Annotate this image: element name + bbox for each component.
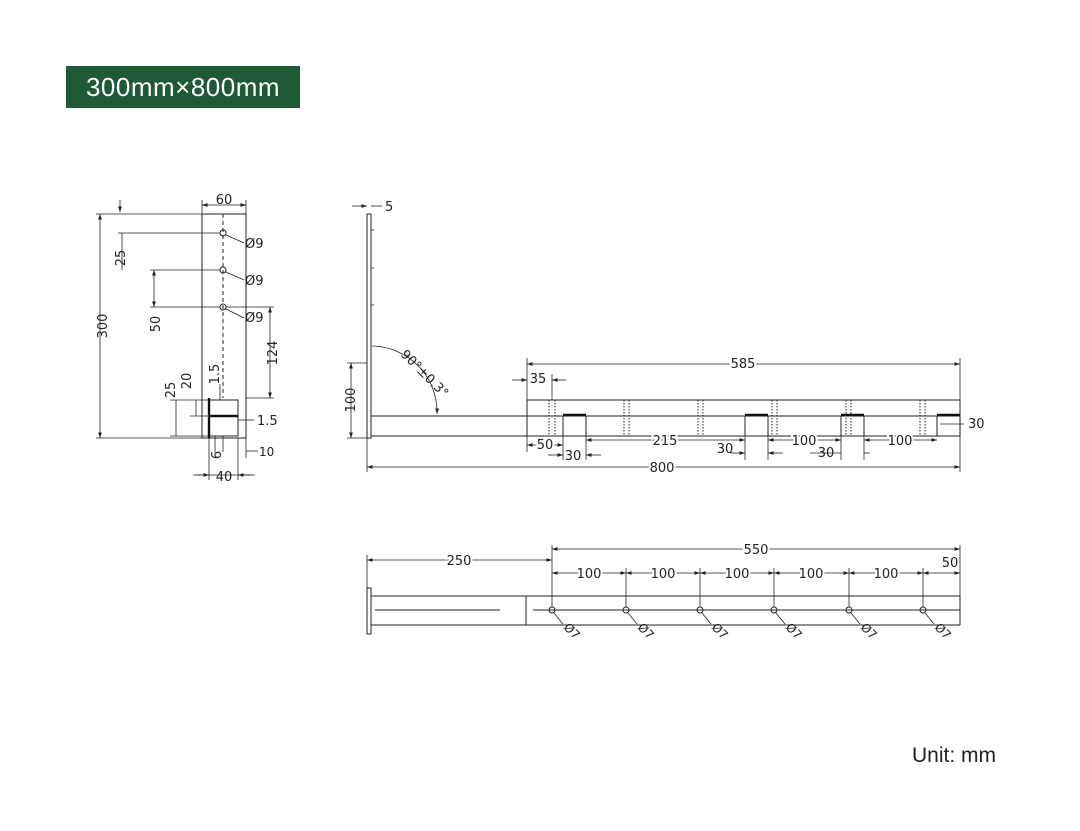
- dim-spacing-1: 100: [577, 567, 602, 582]
- dim-spacing-2: 100: [651, 567, 676, 582]
- dim-124: 124: [266, 341, 281, 366]
- dim-30-a: 30: [565, 449, 582, 464]
- side-plate-outline: [201, 213, 247, 439]
- dim-30-b: 30: [717, 442, 734, 457]
- title-badge: 300mm×800mm: [66, 66, 300, 108]
- dim-35: 35: [530, 372, 547, 387]
- top-hole-2-label: Ø7: [635, 620, 657, 642]
- dim-25-top: 25: [114, 250, 129, 267]
- dim-100-a: 100: [792, 434, 817, 449]
- top-hole-3-label: Ø7: [709, 620, 731, 642]
- dim-800: 800: [650, 461, 675, 476]
- dim-100-b: 100: [888, 434, 913, 449]
- dim-50-side: 50: [149, 316, 164, 333]
- dim-1-5-side: 1.5: [257, 414, 278, 429]
- dim-30-right: 30: [968, 417, 985, 432]
- dim-550: 550: [744, 543, 769, 558]
- dim-300: 300: [96, 314, 111, 339]
- hole-1-label: Ø9: [245, 237, 264, 252]
- dim-215: 215: [653, 434, 678, 449]
- top-hole-6-label: Ø7: [932, 620, 954, 642]
- dim-60: 60: [216, 193, 233, 208]
- side-view: Ø9 Ø9 Ø9 60 300 25 50 124 25: [96, 193, 281, 485]
- hole-3-label: Ø9: [245, 311, 264, 326]
- dim-5: 5: [385, 200, 393, 215]
- dim-6: 6: [210, 451, 225, 459]
- angle-arc: [371, 345, 440, 415]
- dim-25-bottom: 25: [164, 382, 179, 399]
- angle-label: 90°±0.3°: [397, 347, 451, 401]
- dim-spacing-5: 100: [874, 567, 899, 582]
- dim-585: 585: [731, 357, 756, 372]
- unit-label: Unit: mm: [912, 744, 996, 767]
- front-view: 5 100 90°±0.3°: [344, 200, 985, 478]
- top-view-plate: [366, 587, 372, 635]
- support-channel: [526, 399, 961, 437]
- title-text: 300mm×800mm: [85, 71, 281, 102]
- top-hole-4-label: Ø7: [783, 620, 805, 642]
- dim-1-5-top: 1.5: [208, 364, 223, 385]
- dim-spacing-4: 100: [799, 567, 824, 582]
- dim-spacing-3: 100: [725, 567, 750, 582]
- dim-250: 250: [447, 554, 472, 569]
- dim-10: 10: [259, 445, 274, 459]
- dim-50-top: 50: [942, 556, 959, 571]
- dim-100-height: 100: [344, 388, 359, 413]
- top-view: Ø7 Ø7 Ø7 Ø7 Ø7 Ø7 250 550 100 100 100 10…: [366, 541, 961, 642]
- top-hole-5-label: Ø7: [858, 620, 880, 642]
- vertical-plate: [366, 213, 372, 439]
- dim-20: 20: [180, 373, 195, 390]
- top-hole-1-label: Ø7: [561, 620, 583, 642]
- hole-2-label: Ø9: [245, 274, 264, 289]
- side-bottom-upper: [208, 399, 239, 417]
- dim-40: 40: [216, 470, 233, 485]
- dim-50-front: 50: [537, 438, 554, 453]
- side-bottom-lower: [208, 415, 239, 437]
- dim-30-c: 30: [818, 446, 835, 461]
